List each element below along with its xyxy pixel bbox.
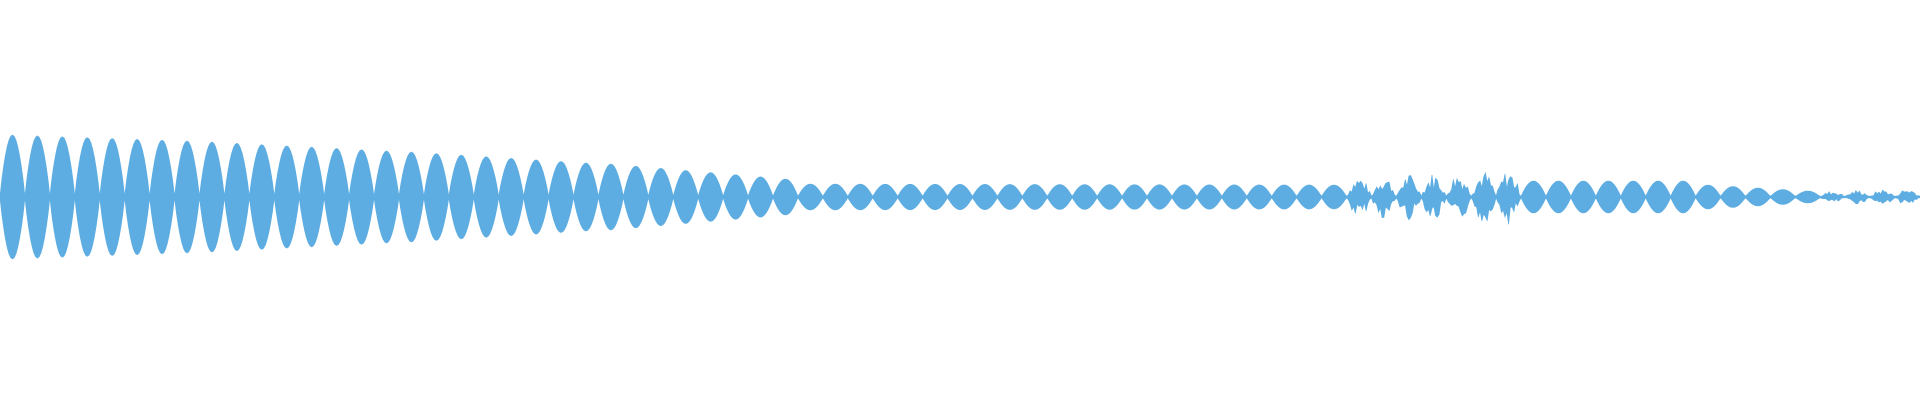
waveform-envelope xyxy=(0,134,1920,260)
